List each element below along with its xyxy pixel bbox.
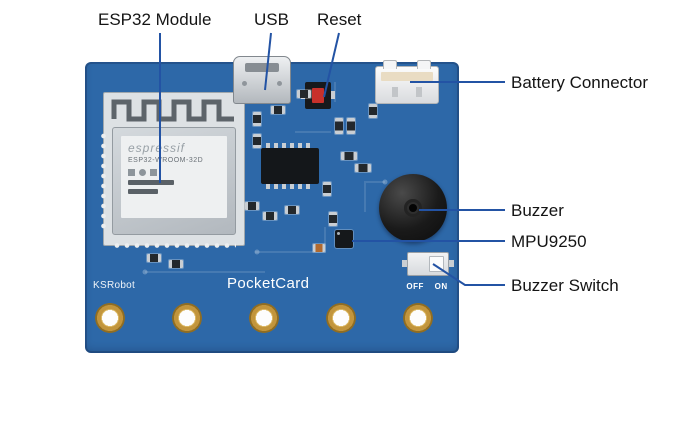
smd-component — [253, 134, 261, 148]
edge-hole — [326, 303, 356, 333]
pcb-board: espressif ESP32-WROOM-32D — [85, 56, 459, 353]
smd-component — [285, 206, 299, 214]
certification-marks — [128, 169, 220, 176]
serial-code-bar — [128, 189, 158, 194]
module-brand-text: espressif — [128, 141, 186, 155]
label-reset: Reset — [317, 10, 362, 29]
smd-component — [347, 118, 355, 134]
switch-pin — [402, 260, 407, 267]
edge-hole — [172, 303, 202, 333]
label-mpu9250: MPU9250 — [511, 232, 587, 251]
pcb-traces — [142, 82, 388, 275]
smd-component — [369, 104, 377, 118]
battery-tab — [383, 60, 397, 69]
smd-component — [355, 164, 371, 172]
mpu9250-chip — [335, 230, 353, 248]
reset-leg — [331, 91, 335, 99]
board-brand: KSRobot — [93, 280, 136, 291]
module-castellations-left — [101, 131, 106, 231]
cert-mark-icon — [128, 169, 135, 176]
usb-slot — [245, 63, 279, 72]
switch-pin — [449, 260, 454, 267]
smd-component — [253, 112, 261, 126]
antenna-pattern — [111, 99, 234, 122]
label-buzzer-switch: Buzzer Switch — [511, 276, 619, 295]
edge-hole — [249, 303, 279, 333]
label-esp32-module: ESP32 Module — [98, 10, 212, 29]
battery-connector — [375, 60, 439, 104]
module-model-text: ESP32-WROOM-32D — [128, 157, 204, 164]
board-name: PocketCard — [227, 275, 310, 292]
battery-pin-slot — [392, 87, 398, 97]
smd-component — [313, 244, 325, 252]
buzzer — [379, 174, 447, 242]
reset-button-cap — [312, 88, 324, 103]
buzzer-hole — [404, 199, 422, 217]
battery-tab — [417, 60, 431, 69]
smd-component — [323, 182, 331, 196]
cert-mark-icon — [139, 169, 146, 176]
smd-component — [329, 212, 337, 226]
smd-component — [335, 118, 343, 134]
smd-component — [341, 152, 357, 160]
module-label-sticker: espressif ESP32-WROOM-32D — [121, 136, 227, 218]
label-buzzer: Buzzer — [511, 201, 564, 220]
smd-component — [263, 212, 277, 220]
usb-dimple — [242, 81, 247, 86]
smd-component — [297, 90, 311, 98]
serial-code-bar — [128, 180, 174, 185]
ic-chip — [261, 143, 319, 189]
battery-pin-slot — [416, 87, 422, 97]
label-usb: USB — [254, 10, 289, 29]
label-battery-connector: Battery Connector — [511, 73, 649, 92]
module-castellations-bottom — [112, 243, 236, 248]
switch-markings: OFF ON — [406, 282, 448, 291]
usb-dimple — [277, 81, 282, 86]
edge-hole — [95, 303, 125, 333]
smd-component — [147, 254, 161, 262]
esp32-module: espressif ESP32-WROOM-32D — [101, 92, 245, 248]
battery-housing — [381, 72, 433, 81]
module-shield: espressif ESP32-WROOM-32D — [112, 127, 236, 235]
switch-knob — [429, 256, 444, 272]
smd-component — [169, 260, 183, 268]
smd-component — [271, 106, 285, 114]
cert-mark-icon — [150, 169, 157, 176]
smd-component — [245, 202, 259, 210]
micro-usb-connector — [233, 56, 291, 104]
buzzer-switch — [402, 252, 454, 276]
edge-hole — [403, 303, 433, 333]
